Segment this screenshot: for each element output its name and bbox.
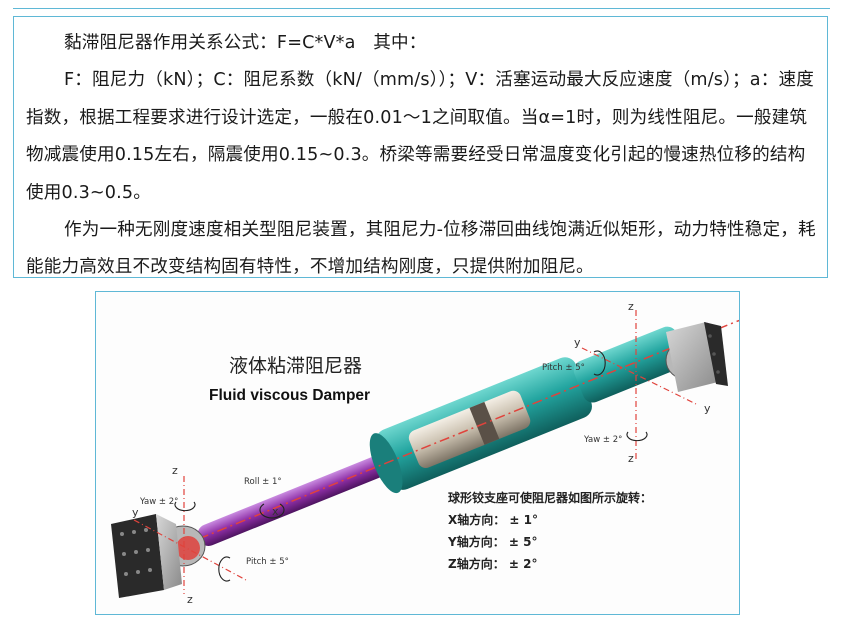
figure-title-en: Fluid viscous Damper (209, 387, 370, 404)
right-y-bottom-label: y (704, 402, 711, 415)
roll-label: Roll ± 1° (244, 477, 282, 487)
description-panel: 黏滞阻尼器作用关系公式：F=C*V*a 其中： F：阻尼力（kN）；C：阻尼系数… (13, 16, 828, 278)
left-y-label: y (132, 506, 139, 519)
yaw-right-label: Yaw ± 2° (583, 435, 622, 445)
top-divider (13, 0, 830, 9)
damper-figure: 液体粘滞阻尼器 Fluid viscous Damper (95, 291, 740, 615)
center-axis-line (161, 317, 739, 555)
damper-assembly (161, 317, 739, 555)
yaw-left-rotation-arrow (174, 501, 196, 512)
yaw-right-rotation-arrow (626, 431, 648, 442)
pitch-right-label: Pitch ± 5° (542, 363, 585, 373)
left-end-plate (111, 514, 182, 598)
yaw-left-label: Yaw ± 2° (139, 497, 178, 507)
pitch-left-rotation-arrow (218, 556, 231, 582)
piston-window (408, 390, 531, 468)
rotation-note-z: Z轴方向： ± 2° (448, 556, 537, 571)
right-z-bottom-label: z (628, 452, 634, 465)
characteristics-paragraph: 作为一种无刚度速度相关型阻尼装置，其阻尼力-位移滞回曲线饱满近似矩形，动力特性稳… (26, 220, 816, 278)
roll-rotation-arrow (259, 503, 285, 519)
rotation-note-y: Y轴方向： ± 5° (447, 534, 537, 549)
right-z-top-label: z (628, 300, 634, 313)
left-z-bottom-label: z (187, 593, 193, 606)
right-y-axis (581, 347, 697, 405)
left-z-top-label: z (172, 464, 178, 477)
formula-paragraph: 黏滞阻尼器作用关系公式：F=C*V*a 其中： (64, 33, 427, 53)
rotation-note-x: X轴方向： ± 1° (448, 512, 538, 527)
right-y-top-label: y (574, 336, 581, 349)
right-end-plate (666, 322, 728, 392)
left-x-label: x (272, 505, 279, 518)
pitch-right-rotation-arrow (593, 350, 606, 376)
rotation-note-heading: 球形铰支座可使阻尼器如图所示旋转： (448, 490, 652, 505)
figure-title-cn: 液体粘滞阻尼器 (229, 355, 362, 377)
pitch-left-label: Pitch ± 5° (246, 557, 289, 567)
parameter-paragraph: F：阻尼力（kN）；C：阻尼系数（kN/（mm/s））；V：活塞运动最大反应速度… (26, 70, 814, 203)
left-y-axis (133, 519, 247, 581)
